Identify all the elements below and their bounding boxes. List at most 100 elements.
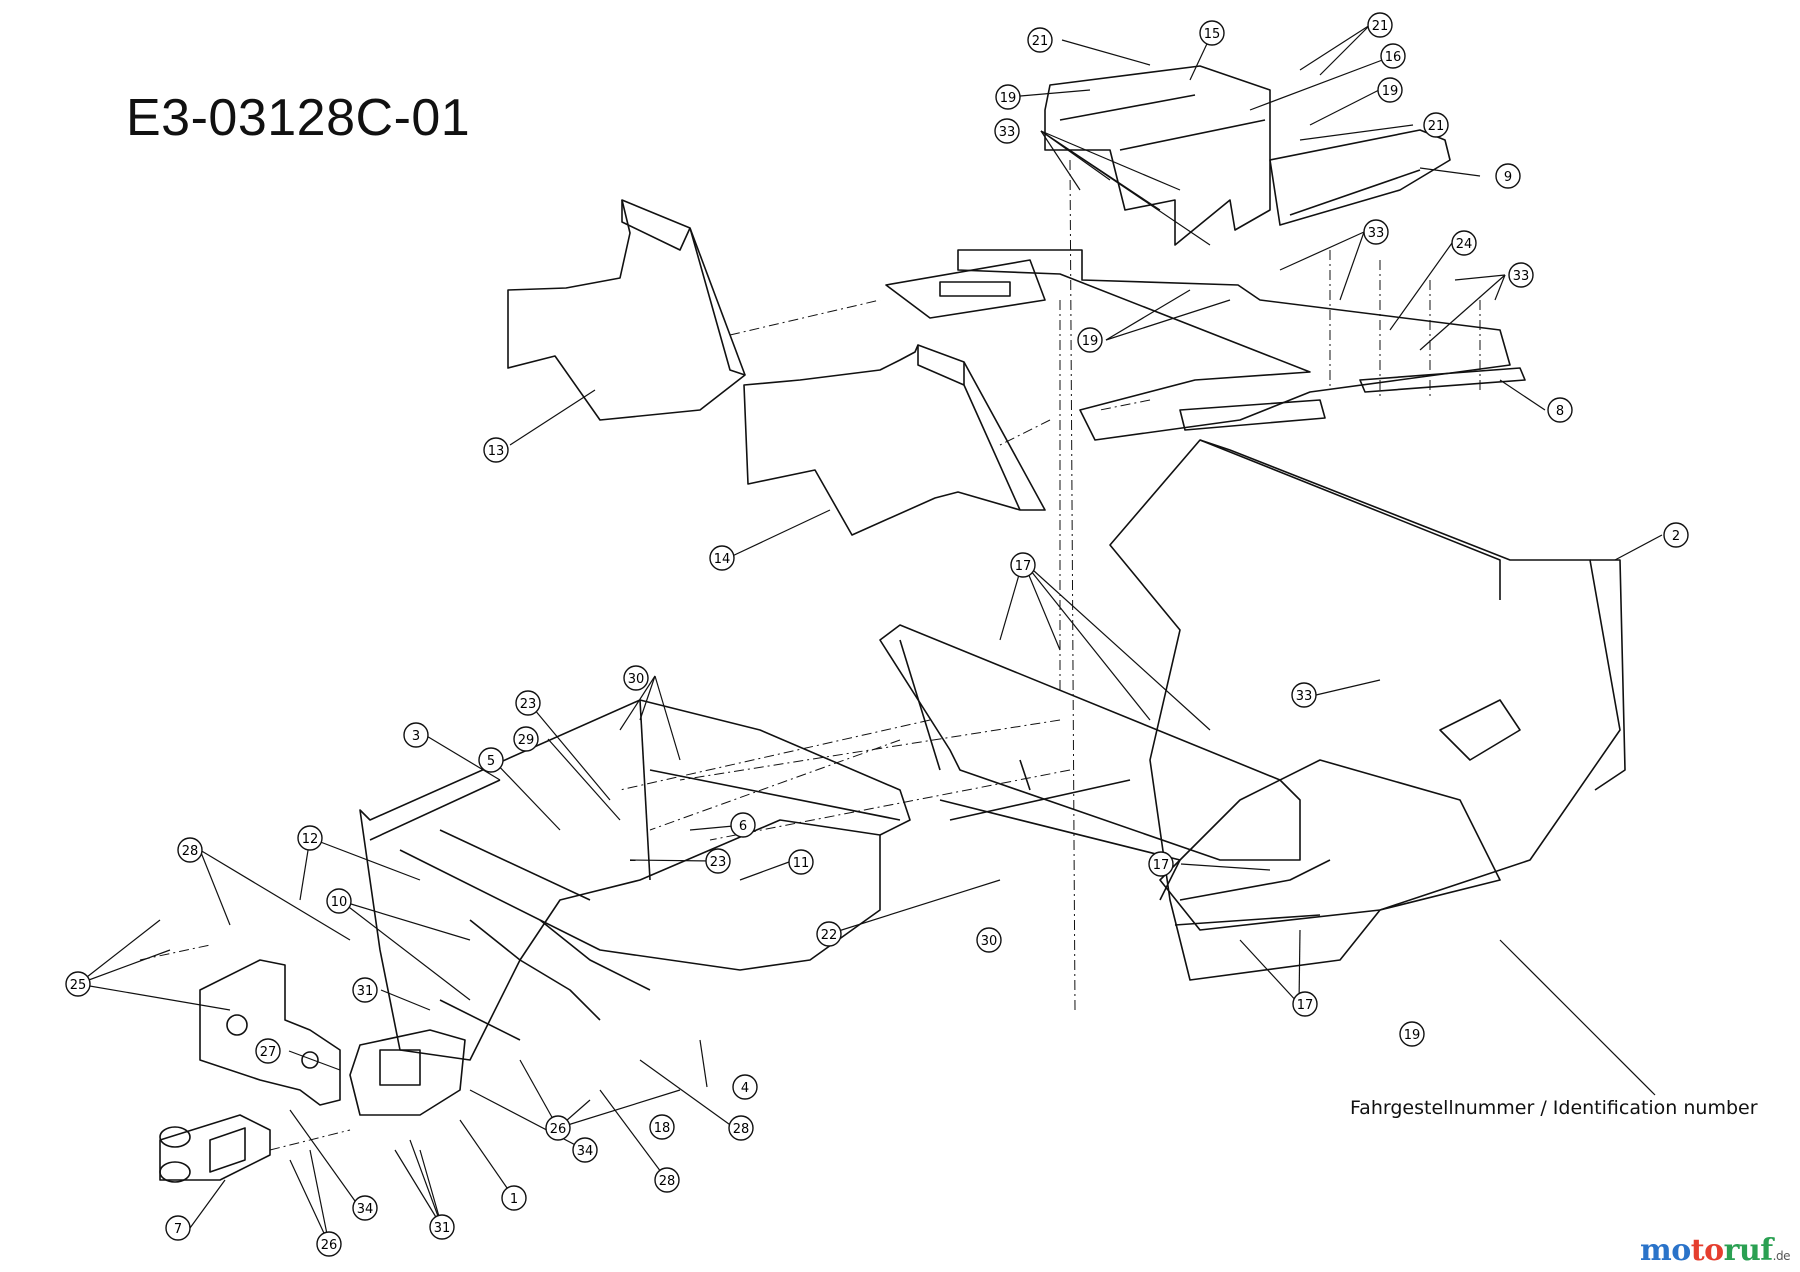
callout-label: 34 <box>577 1144 594 1159</box>
part-8-floor-plate <box>885 249 1526 441</box>
callout-21: 21 <box>1423 112 1449 138</box>
callout-bubble <box>730 812 756 838</box>
callout-17: 17 <box>1292 991 1318 1017</box>
callout-bubble <box>297 825 323 851</box>
callout-28: 28 <box>654 1167 680 1193</box>
callout-bubble <box>316 1231 342 1257</box>
callout-bubble <box>1380 43 1406 69</box>
callout-bubble <box>1399 1021 1425 1047</box>
callout-bubble <box>429 1214 455 1240</box>
callout-bubble <box>177 837 203 863</box>
identification-number-caption: Fahrgestellnummer / Identification numbe… <box>1350 1097 1758 1119</box>
callout-33: 33 <box>1363 219 1389 245</box>
callout-bubble <box>478 747 504 773</box>
callout-label: 19 <box>1000 91 1017 106</box>
callout-25: 25 <box>65 971 91 997</box>
callout-15: 15 <box>1199 20 1225 46</box>
callout-21: 21 <box>1367 12 1393 38</box>
callout-bubble <box>1547 397 1573 423</box>
callout-label: 11 <box>793 856 810 871</box>
callout-label: 17 <box>1015 559 1032 574</box>
callout-bubble <box>352 1195 378 1221</box>
callout-2: 2 <box>1663 522 1689 548</box>
callout-bubble <box>788 849 814 875</box>
callout-34: 34 <box>352 1195 378 1221</box>
callout-label: 16 <box>1385 50 1402 65</box>
part-15-console-bracket <box>1044 65 1271 246</box>
callout-label: 34 <box>357 1202 374 1217</box>
callout-bubble <box>483 437 509 463</box>
callout-label: 27 <box>260 1045 277 1060</box>
callout-8: 8 <box>1547 397 1573 423</box>
callout-label: 19 <box>1082 334 1099 349</box>
callout-30: 30 <box>976 927 1002 953</box>
callout-12: 12 <box>297 825 323 851</box>
callout-bubble <box>654 1167 680 1193</box>
callout-bubble <box>1010 552 1036 578</box>
middle-frame-section <box>879 624 1301 901</box>
callout-23: 23 <box>705 848 731 874</box>
callout-27: 27 <box>255 1038 281 1064</box>
callout-29: 29 <box>513 726 539 752</box>
callout-26: 26 <box>545 1115 571 1141</box>
callout-19: 19 <box>1377 77 1403 103</box>
callout-22: 22 <box>816 921 842 947</box>
callout-label: 9 <box>1504 170 1512 185</box>
callout-label: 22 <box>821 928 838 943</box>
callout-label: 4 <box>741 1081 749 1096</box>
callout-bubble <box>1291 682 1317 708</box>
callout-label: 33 <box>1513 269 1530 284</box>
callout-19: 19 <box>1399 1021 1425 1047</box>
callout-label: 10 <box>331 895 348 910</box>
callout-label: 21 <box>1372 19 1389 34</box>
callout-26: 26 <box>316 1231 342 1257</box>
callout-bubble <box>1451 230 1477 256</box>
callout-28: 28 <box>177 837 203 863</box>
callout-17: 17 <box>1148 851 1174 877</box>
callout-17: 17 <box>1010 552 1036 578</box>
callout-bubble <box>501 1185 527 1211</box>
callout-label: 14 <box>714 552 731 567</box>
callout-label: 31 <box>434 1221 451 1236</box>
callout-19: 19 <box>1077 327 1103 353</box>
callout-bubble <box>994 118 1020 144</box>
callout-label: 2 <box>1672 529 1680 544</box>
callout-bubble <box>1663 522 1689 548</box>
part-13-side-shield <box>507 199 746 421</box>
callout-1: 1 <box>501 1185 527 1211</box>
callout-bubble <box>1363 219 1389 245</box>
callout-10: 10 <box>326 888 352 914</box>
callout-bubble <box>976 927 1002 953</box>
callout-label: 30 <box>628 672 645 687</box>
callout-label: 33 <box>1296 689 1313 704</box>
callout-11: 11 <box>788 849 814 875</box>
callout-33: 33 <box>994 118 1020 144</box>
callout-bubble <box>545 1115 571 1141</box>
callout-label: 18 <box>654 1121 671 1136</box>
callout-bubble <box>1423 112 1449 138</box>
part-7-drawbar <box>159 1114 271 1183</box>
callout-bubble <box>816 921 842 947</box>
callout-bubble <box>65 971 91 997</box>
callout-bubble <box>623 665 649 691</box>
callout-bubble <box>326 888 352 914</box>
callout-label: 19 <box>1382 84 1399 99</box>
callout-label: 13 <box>488 444 505 459</box>
part-14-side-shield <box>743 344 1046 536</box>
callout-19: 19 <box>995 84 1021 110</box>
callout-bubble <box>1148 851 1174 877</box>
callout-label: 28 <box>182 844 199 859</box>
callout-23: 23 <box>515 690 541 716</box>
callout-label: 19 <box>1404 1028 1421 1043</box>
callout-label: 17 <box>1153 858 1170 873</box>
callout-34: 34 <box>572 1137 598 1163</box>
callout-label: 21 <box>1428 119 1445 134</box>
callout-label: 1 <box>510 1192 518 1207</box>
callout-bubble <box>1367 12 1393 38</box>
callout-bubble <box>1199 20 1225 46</box>
callout-bubble <box>255 1038 281 1064</box>
callout-label: 7 <box>174 1222 182 1237</box>
